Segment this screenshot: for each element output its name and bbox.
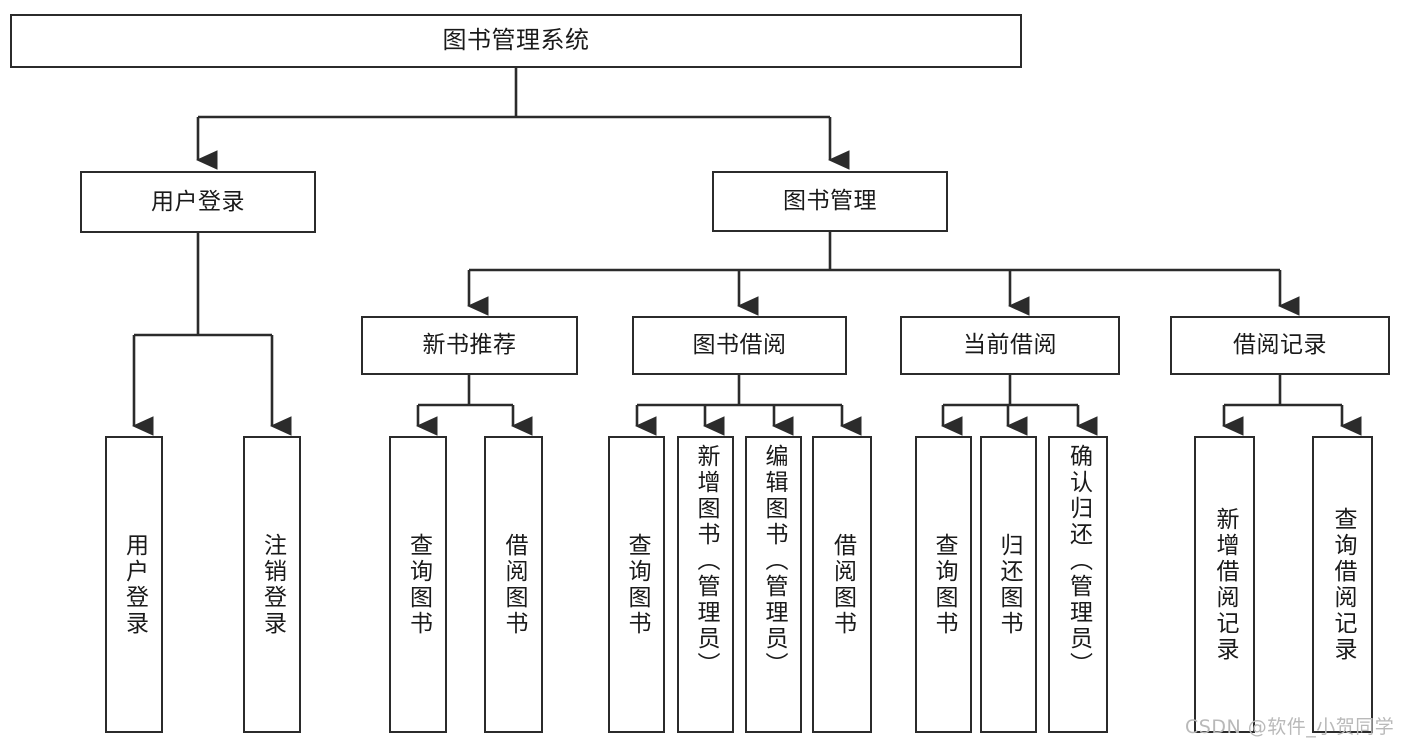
node-root[interactable]: 图书管理系统 (10, 14, 1022, 68)
leaf-add-book[interactable]: 新增图书（管理员） (677, 436, 734, 733)
node-borrow-record-label: 借阅记录 (1233, 332, 1327, 359)
leaf-return-book-label: 归还图书 (996, 532, 1022, 637)
node-book-borrow-label: 图书借阅 (692, 332, 787, 359)
leaf-user-login-label: 用户登录 (121, 532, 148, 637)
leaf-borrow-book-2-label: 借阅图书 (829, 532, 856, 637)
leaf-query-book-3[interactable]: 查询图书 (915, 436, 972, 733)
leaf-query-book-1[interactable]: 查询图书 (389, 436, 447, 733)
leaf-add-borrow-record[interactable]: 新增借阅记录 (1194, 436, 1255, 733)
leaf-add-borrow-record-label: 新增借阅记录 (1212, 506, 1238, 663)
leaf-user-logout[interactable]: 注销登录 (243, 436, 301, 733)
node-current-borrow-label: 当前借阅 (963, 332, 1057, 359)
leaf-query-book-2[interactable]: 查询图书 (608, 436, 665, 733)
node-user-login[interactable]: 用户登录 (80, 171, 316, 233)
node-borrow-record[interactable]: 借阅记录 (1170, 316, 1390, 375)
csdn-watermark: CSDN @软件_小贺同学 (1185, 716, 1395, 738)
leaf-query-book-3-label: 查询图书 (931, 532, 957, 637)
node-book-borrow[interactable]: 图书借阅 (632, 316, 847, 375)
node-new-book-recommend-label: 新书推荐 (422, 332, 517, 359)
leaf-add-book-label: 新增图书（管理员） (693, 444, 719, 678)
leaf-confirm-return-label: 确认归还（管理员） (1065, 444, 1092, 678)
leaf-user-logout-label: 注销登录 (259, 532, 286, 637)
leaf-edit-book-label: 编辑图书（管理员） (761, 444, 787, 678)
node-current-borrow[interactable]: 当前借阅 (900, 316, 1120, 375)
leaf-borrow-book-1[interactable]: 借阅图书 (484, 436, 543, 733)
leaf-user-login[interactable]: 用户登录 (105, 436, 163, 733)
node-root-label: 图书管理系统 (442, 26, 590, 55)
node-user-login-label: 用户登录 (151, 188, 245, 215)
leaf-borrow-book-2[interactable]: 借阅图书 (812, 436, 872, 733)
leaf-confirm-return[interactable]: 确认归还（管理员） (1048, 436, 1108, 733)
leaf-query-borrow-record[interactable]: 查询借阅记录 (1312, 436, 1373, 733)
leaf-query-borrow-record-label: 查询借阅记录 (1330, 506, 1356, 663)
leaf-return-book[interactable]: 归还图书 (980, 436, 1037, 733)
leaf-borrow-book-1-label: 借阅图书 (501, 532, 527, 637)
node-new-book-recommend[interactable]: 新书推荐 (361, 316, 578, 375)
leaf-query-book-2-label: 查询图书 (624, 532, 650, 637)
leaf-edit-book[interactable]: 编辑图书（管理员） (745, 436, 802, 733)
node-book-management-label: 图书管理 (783, 188, 877, 215)
leaf-query-book-1-label: 查询图书 (405, 532, 432, 637)
node-book-management[interactable]: 图书管理 (712, 171, 948, 232)
